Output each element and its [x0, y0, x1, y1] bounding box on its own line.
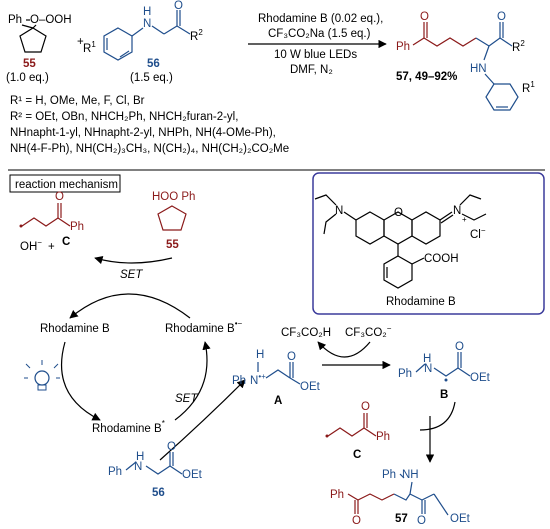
- nh-57: NH: [402, 469, 419, 481]
- carbonyl-o: O: [174, 0, 183, 12]
- rhodamine-box-label: Rhodamine B: [386, 296, 456, 308]
- label-56-cycle: 56: [152, 487, 165, 499]
- label-57: 57: [395, 513, 408, 525]
- radical-c-bottom: O Ph C: [325, 401, 390, 461]
- svg-text:N: N: [424, 363, 432, 375]
- product-o2: O: [497, 11, 506, 23]
- label-b: B: [440, 389, 448, 401]
- h-label: H: [143, 6, 151, 18]
- c-top-ph: Ph: [70, 221, 84, 233]
- r2-definition-line3: NH(4-F-Ph), NH(CH₂)₃CH₃, N(CH₂)₄, NH(CH₂…: [10, 143, 289, 155]
- hoo-ph-label: HOO Ph: [152, 191, 195, 203]
- o-56: O: [167, 441, 176, 453]
- reagent-line1: Rhodamine B (0.02 eq.),: [258, 13, 383, 25]
- product-r2: R2: [512, 39, 525, 54]
- product-o1: O: [420, 11, 429, 23]
- svg-text:N•+: N•+: [250, 372, 266, 387]
- set-bottom-label: SET: [175, 393, 198, 405]
- compound-55-label: 55: [23, 58, 36, 70]
- o-57-ketone: O: [352, 515, 361, 527]
- label-55-cycle: 55: [166, 239, 179, 251]
- ph-57-ketone: Ph: [330, 489, 344, 501]
- label-c-top: C: [62, 236, 70, 248]
- r2-definition-line1: R² = OEt, OBn, NHCH₂Ph, NHCH₂furan-2-yl,: [10, 111, 238, 123]
- set-bottom-arrow: [159, 379, 246, 461]
- conditions-line2: DMF, N₂: [290, 64, 333, 76]
- o-b: O: [455, 341, 464, 353]
- rhodamine-b-excited: Rhodamine B*: [92, 419, 165, 435]
- rhodamine-b-ground: Rhodamine B: [40, 323, 110, 335]
- ph-57: Ph: [382, 469, 396, 481]
- plus-top: +: [48, 241, 55, 253]
- product-r1: R1: [522, 80, 535, 95]
- cycle-arc-left: [61, 341, 101, 421]
- rhodamine-structure-box: [312, 172, 545, 315]
- o-a: O: [287, 351, 296, 363]
- c-bottom-ph: Ph: [376, 431, 390, 443]
- oet-a: OEt: [300, 381, 321, 393]
- light-bulb-icon: [24, 360, 60, 391]
- conditions-line1: 10 W blue LEDs: [274, 49, 357, 61]
- h-a: H: [256, 349, 264, 361]
- hydroxide: OH−: [20, 238, 42, 253]
- radical-cation-a: Ph N•+ H O OEt A: [232, 349, 321, 407]
- mechanism-label-box: [9, 174, 121, 193]
- set-top-label: SET: [120, 269, 143, 281]
- oet-56: OEt: [182, 469, 203, 481]
- radical-b: Ph H N O OEt B: [398, 341, 491, 401]
- label-a: A: [274, 395, 282, 407]
- reagent-line2: CF₃CO₂Na (1.5 eq.): [268, 28, 371, 40]
- svg-text:+: +: [462, 215, 467, 224]
- r2-definition-line2: NHnapht-1-yl, NHnapht-2-yl, NHPh, NH(4-O…: [10, 127, 276, 139]
- plus-sign: +: [77, 36, 84, 48]
- o-57-ester: O: [417, 515, 426, 527]
- label-c-bottom: C: [353, 449, 361, 461]
- cycle-arc-top: [69, 293, 191, 319]
- right-n-plus: N: [453, 205, 461, 217]
- r1-label: R1: [83, 40, 96, 55]
- b-coupling-curve: [419, 401, 456, 431]
- product-hn: HN: [470, 63, 487, 75]
- deprotonation-curved-arrow: [317, 341, 371, 358]
- peroxide-55-cycle: HOO Ph 55: [152, 191, 195, 251]
- nh-label: N: [143, 18, 151, 30]
- product-57-mechanism: Ph NH Ph O O OEt 57: [330, 469, 471, 527]
- svg-text:N: N: [134, 461, 142, 473]
- product-57: Ph O O R2 HN R1 57, 49–92%: [396, 11, 535, 111]
- product-label: 57, 49–92%: [396, 71, 457, 83]
- oet-b: OEt: [470, 372, 491, 384]
- compound-55: Ph O–OOH 55 (1.0 eq.): [6, 14, 72, 84]
- nh-b: H: [423, 353, 431, 365]
- cooh-label: COOH: [424, 253, 459, 265]
- c-bottom-o: O: [361, 401, 370, 413]
- compound-56-label: 56: [147, 58, 160, 70]
- nh-56: H: [136, 451, 144, 463]
- product-ph: Ph: [396, 41, 410, 53]
- r2-label: R2: [190, 28, 203, 43]
- rhodamine-b-structure: O N N + Cl− COOH Rhodamine B: [314, 194, 487, 308]
- ph-b: Ph: [398, 368, 412, 380]
- ph-label: Ph: [8, 14, 22, 26]
- c-top-o: O: [55, 191, 64, 203]
- oo-h-label: O–OOH: [30, 14, 72, 26]
- cf3co2h-label: CF₃CO₂H: [281, 327, 331, 339]
- compound-56-eq: (1.5 eq.): [130, 72, 173, 84]
- compound-55-eq: (1.0 eq.): [6, 72, 49, 84]
- cf3co2-minus-label: CF₃CO₂−: [345, 324, 392, 339]
- oet-57: OEt: [450, 513, 471, 525]
- compound-56-cycle: Ph H N O OEt 56: [108, 441, 203, 499]
- ring-oxygen: O: [394, 207, 403, 219]
- ph-56: Ph: [108, 466, 122, 478]
- cycle-arc-right: [174, 341, 211, 421]
- mechanism-label: reaction mechanism: [15, 179, 118, 191]
- radical-c-top: O Ph OH− + C: [19, 191, 84, 253]
- r1-definition: R¹ = H, OMe, Me, F, Cl, Br: [10, 95, 145, 107]
- chloride: Cl−: [470, 226, 486, 241]
- compound-56: R1 N H O R2 56 (1.5 eq.): [83, 0, 203, 84]
- set-top-arrow: [94, 256, 173, 265]
- ph-a: Ph: [232, 375, 246, 387]
- left-n: N: [335, 205, 343, 217]
- rhodamine-b-radical-anion: Rhodamine B•−: [165, 319, 242, 335]
